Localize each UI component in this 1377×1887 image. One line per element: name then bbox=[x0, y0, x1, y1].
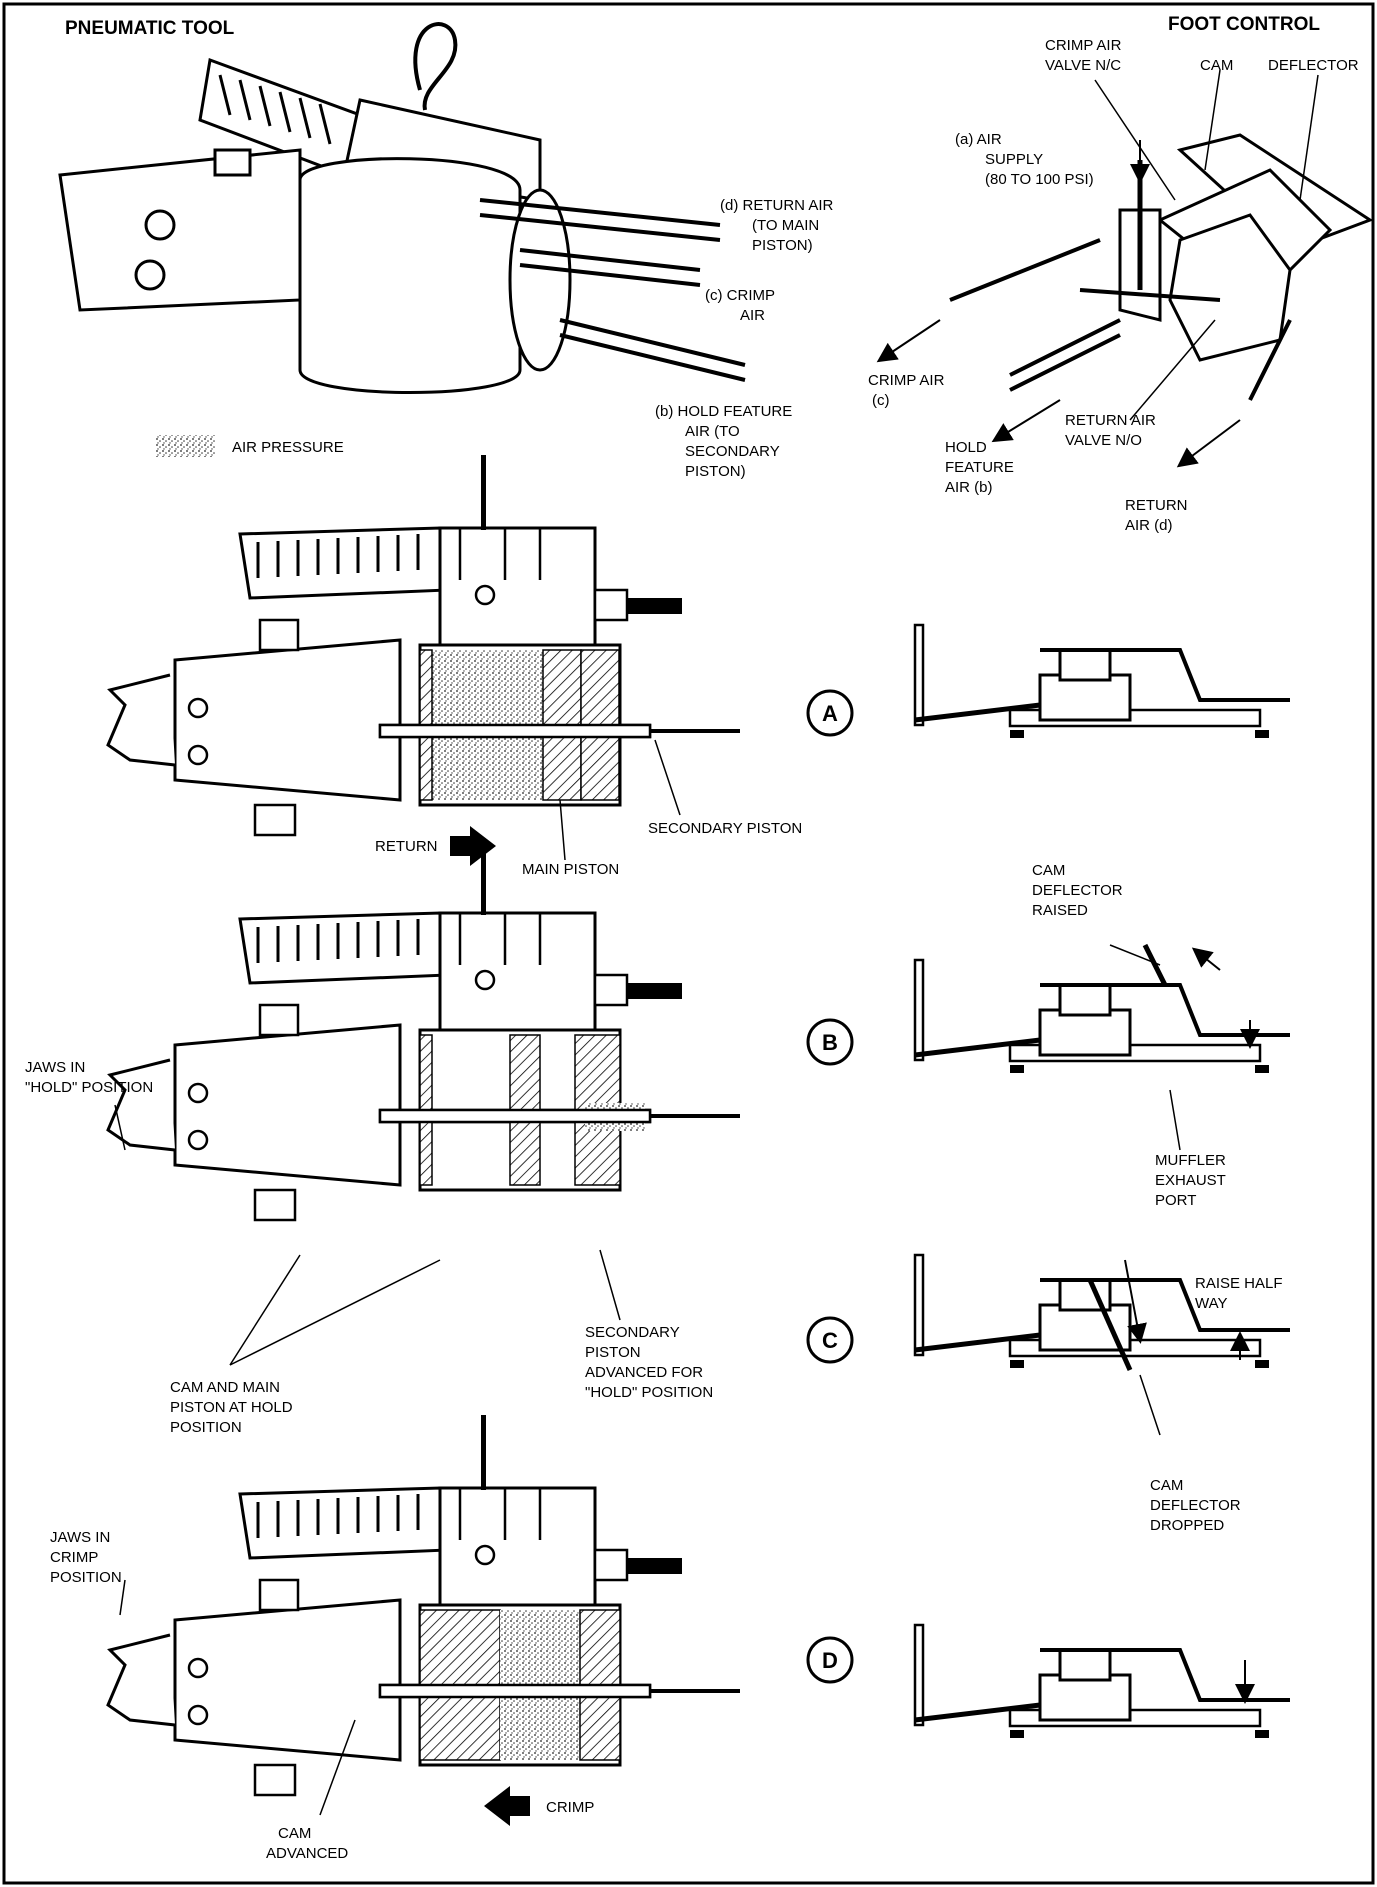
hold-feature-air-b-label: HOLD FEATURE AIR (b) bbox=[945, 439, 1018, 496]
stage-d-crimp-arrow bbox=[484, 1786, 530, 1826]
deflector-label: DEFLECTOR bbox=[1268, 57, 1359, 74]
stage-a-main-piston-label: MAIN PISTON bbox=[522, 861, 619, 878]
stage-c-cam-deflector-dropped-label: CAM DEFLECTOR DROPPED bbox=[1150, 1477, 1245, 1534]
stage-b-tool-section bbox=[106, 838, 742, 1222]
stage-b-foot-pedal bbox=[915, 960, 1290, 1073]
stage-a-return-arrow bbox=[450, 826, 496, 866]
air-supply-label: (a) AIR SUPPLY (80 TO 100 PSI) bbox=[955, 131, 1094, 188]
stage-d-crimp-label: CRIMP bbox=[546, 1799, 594, 1816]
leader-return-air-valve bbox=[1129, 319, 1216, 421]
stage-c-secondary-advanced-label: SECONDARY PISTON ADVANCED FOR "HOLD" POS… bbox=[585, 1324, 713, 1401]
return-air-label: (d) RETURN AIR (TO MAIN PISTON) bbox=[720, 197, 838, 254]
stage-b-letter: B bbox=[822, 1030, 838, 1055]
pneumatic-tool-illustration bbox=[58, 22, 746, 394]
stage-c: C SECONDARY PISTON ADVANCED FOR "HOLD" P… bbox=[170, 1249, 1290, 1534]
return-air-arrow bbox=[1176, 419, 1241, 468]
stage-a: A SECONDARY PISTON MAIN PISTON RETURN bbox=[106, 453, 1290, 878]
stage-d-jaws-crimp-label: JAWS IN CRIMP POSITION bbox=[50, 1529, 122, 1586]
stage-b-muffler-label: MUFFLER EXHAUST PORT bbox=[1155, 1152, 1230, 1209]
stage-a-secondary-piston-label: SECONDARY PISTON bbox=[648, 820, 802, 837]
stage-a-letter: A bbox=[822, 701, 838, 726]
foot-control-title: FOOT CONTROL bbox=[1168, 14, 1320, 35]
cam-label: CAM bbox=[1200, 57, 1233, 74]
stage-c-cam-main-hold-label: CAM AND MAIN PISTON AT HOLD POSITION bbox=[170, 1379, 297, 1436]
hold-feature-air-arrow bbox=[991, 399, 1061, 443]
stage-d: D JAWS IN CRIMP POSITION CAM ADVANCED CR… bbox=[50, 1413, 1290, 1862]
air-pressure-legend: AIR PRESSURE bbox=[155, 435, 344, 457]
stage-b-cam-deflector-raised-label: CAM DEFLECTOR RAISED bbox=[1032, 862, 1127, 919]
stage-d-marker bbox=[806, 1636, 854, 1684]
stage-d-letter: D bbox=[822, 1648, 838, 1673]
leader-deflector bbox=[1299, 74, 1319, 201]
stage-c-marker bbox=[806, 1316, 854, 1364]
air-pressure-legend-label: AIR PRESSURE bbox=[232, 439, 344, 456]
leader-cam bbox=[1204, 69, 1221, 171]
return-air-d-label: RETURN AIR (d) bbox=[1125, 497, 1192, 534]
pneumatic-tool-title: PNEUMATIC TOOL bbox=[65, 18, 235, 39]
stage-a-return-label: RETURN bbox=[375, 838, 438, 855]
leader-crimp-air-valve bbox=[1094, 79, 1176, 201]
stage-a-tool-section bbox=[106, 453, 742, 837]
stage-c-letter: C bbox=[822, 1328, 838, 1353]
stage-d-cam-advanced-label: CAM ADVANCED bbox=[266, 1825, 348, 1862]
stage-b: B JAWS IN "HOLD" POSITION CAM DEFLECTOR … bbox=[25, 838, 1290, 1222]
return-air-valve-label: RETURN AIR VALVE N/O bbox=[1065, 412, 1160, 449]
crimp-air-valve-label: CRIMP AIR VALVE N/C bbox=[1045, 37, 1126, 74]
stage-d-foot-pedal bbox=[915, 1625, 1290, 1738]
crimp-air-label: (c) CRIMP AIR bbox=[705, 287, 779, 324]
stage-b-jaws-hold-label: JAWS IN "HOLD" POSITION bbox=[25, 1059, 153, 1096]
stage-b-marker bbox=[806, 1018, 854, 1066]
crimp-air-arrow bbox=[876, 319, 941, 363]
air-pressure-swatch bbox=[155, 435, 215, 457]
hold-feature-air-label: (b) HOLD FEATURE AIR (TO SECONDARY PISTO… bbox=[655, 403, 796, 480]
stage-a-foot-pedal bbox=[915, 625, 1290, 738]
stage-c-raise-half-way-label: RAISE HALF WAY bbox=[1195, 1275, 1287, 1312]
stage-d-tool-section bbox=[106, 1413, 742, 1797]
crimp-air-c-label: CRIMP AIR (c) bbox=[868, 372, 949, 409]
stage-a-marker bbox=[806, 689, 854, 737]
